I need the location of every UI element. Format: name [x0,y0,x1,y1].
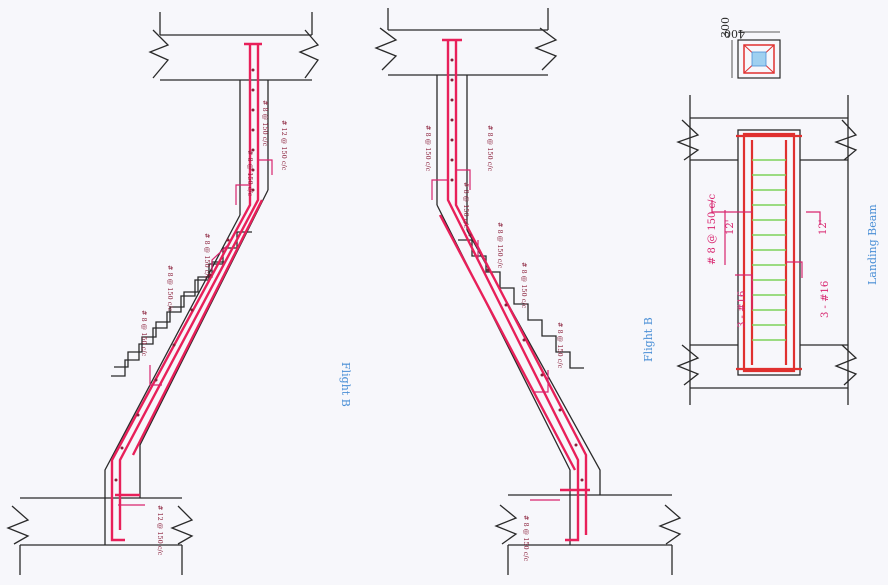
left-distribution-bars [114,68,255,482]
left-label-top-2: # 12 @ 150 c/c [280,120,288,171]
caption-flight-left: Flight B [339,362,352,407]
landing-beam-body [737,129,801,376]
right-main-reinforcement [438,38,590,542]
caption-landing-beam: Landing Beam [866,204,879,285]
landing-beam-stirrups [752,159,786,341]
left-flight-concrete [104,189,269,545]
landing-beam-main-bars [736,132,802,373]
landing-beam [676,95,858,405]
right-label-slope-3: # 8 @ 150 c/c [556,322,564,369]
landing-beam-stirrup-label: # 8 @ 150 c/c [707,193,718,265]
right-leaders [431,169,560,501]
landing-beam-dim-bottom: 12' [818,220,829,235]
right-label-slope-2: # 8 @ 150 c/c [520,262,528,309]
section-depth-dim: 400 [724,27,745,40]
section-width-dim: 300 [719,17,732,38]
right-bottom-support [494,494,682,575]
text-labels: Flight B Flight B Landing Beam # 8 @ 150… [140,17,879,562]
right-label-top-2: # 8 @ 150 c/c [486,125,494,172]
right-label-slope-1: # 8 @ 150 c/c [496,222,504,269]
left-bottom-support [6,497,194,575]
landing-beam-supports [676,95,858,405]
left-label-slope-2: # 8 @ 150 c/c [140,310,148,357]
landing-beam-bars-right: 3 - #16 [820,281,831,318]
left-top-support [148,12,320,215]
right-label-bottom-1: # 8 @ 150 c/c [522,515,530,562]
right-label-knee-1: # 8 @ 150 c/c [462,182,470,229]
landing-beam-leaders [711,200,821,310]
beam-section-detail [731,31,781,79]
left-label-bottom-1: # 12 @ 150 c/c [156,505,164,556]
right-distribution-bars [450,58,584,482]
right-label-top-1: # 8 @ 150 c/c [424,125,432,172]
left-label-knee-1: # 8 @ 150 c/c [246,150,254,197]
left-label-slope-1: # 8 @ 150 c/c [166,265,174,312]
right-top-support [374,8,558,230]
landing-beam-dim-top: 12' [725,220,736,235]
left-flight [6,12,320,575]
left-label-knee-2: # 8 @ 150 c/c [203,233,211,280]
left-label-top-1: # 8 @ 150 c/c [261,100,269,147]
landing-beam-bars-left: 3 - #16 [737,291,748,328]
left-main-reinforcement [110,42,264,542]
right-flight [374,8,682,575]
caption-flight-mid: Flight B [642,317,655,362]
left-leaders [118,159,273,506]
